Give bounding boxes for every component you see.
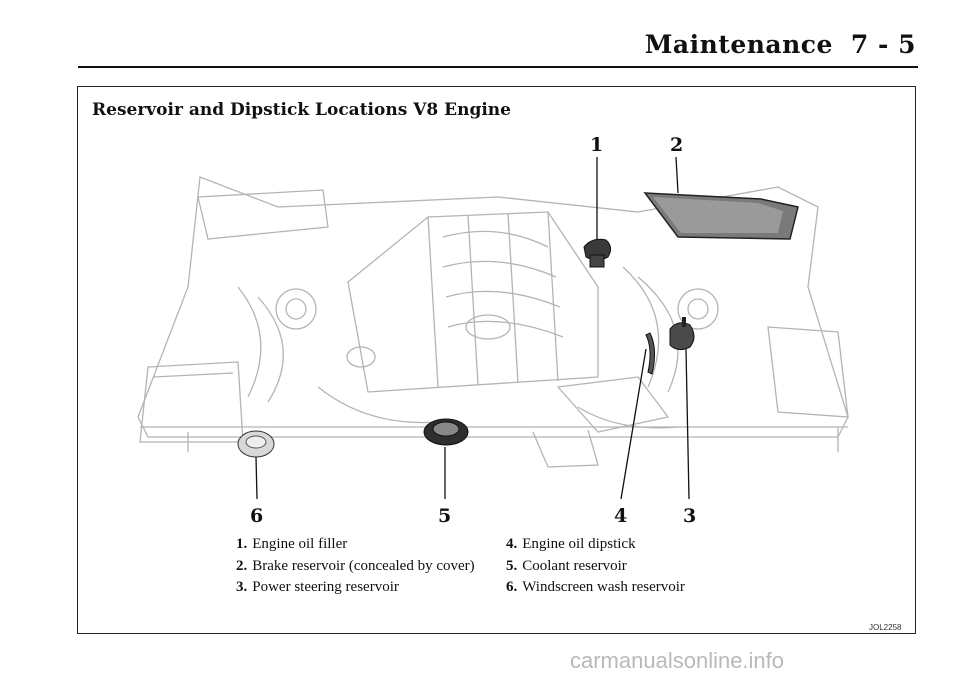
legend-left: 1.Engine oil filler 2.Brake reservoir (c… — [236, 534, 475, 599]
legend-item: 4.Engine oil dipstick — [506, 536, 636, 552]
legend-item: 6.Windscreen wash reservoir — [506, 579, 685, 595]
figure-code: JOL2258 — [869, 623, 902, 632]
callout-6: 6 — [250, 505, 264, 527]
legend-right: 4.Engine oil dipstick 5.Coolant reservoi… — [506, 534, 685, 599]
washer-cap — [237, 430, 275, 458]
legend-item: 3.Power steering reservoir — [236, 579, 399, 595]
coolant-cap — [423, 418, 469, 446]
legend-item: 1.Engine oil filler — [236, 536, 348, 552]
figure-title: Reservoir and Dipstick Locations V8 Engi… — [92, 100, 511, 120]
page-header: Maintenance 7 - 5 — [645, 30, 916, 59]
callout-3: 3 — [683, 505, 697, 527]
callout-5: 5 — [438, 505, 452, 527]
oil-filler-cap — [583, 238, 612, 268]
dipstick — [645, 332, 656, 375]
watermark: carmanualsonline.info — [570, 648, 785, 673]
figure-frame — [77, 86, 916, 634]
legend-item: 2.Brake reservoir (concealed by cover) — [236, 557, 475, 574]
callout-2: 2 — [670, 134, 684, 156]
header-rule — [78, 66, 918, 68]
callout-1: 1 — [590, 134, 604, 156]
legend-item: 5.Coolant reservoir — [506, 557, 627, 574]
power-steering-cap — [669, 317, 695, 351]
engine-bay-illustration — [137, 156, 849, 500]
page-number: 7 - 5 — [850, 30, 916, 59]
section-title: Maintenance — [644, 30, 833, 59]
callout-4: 4 — [614, 505, 628, 527]
